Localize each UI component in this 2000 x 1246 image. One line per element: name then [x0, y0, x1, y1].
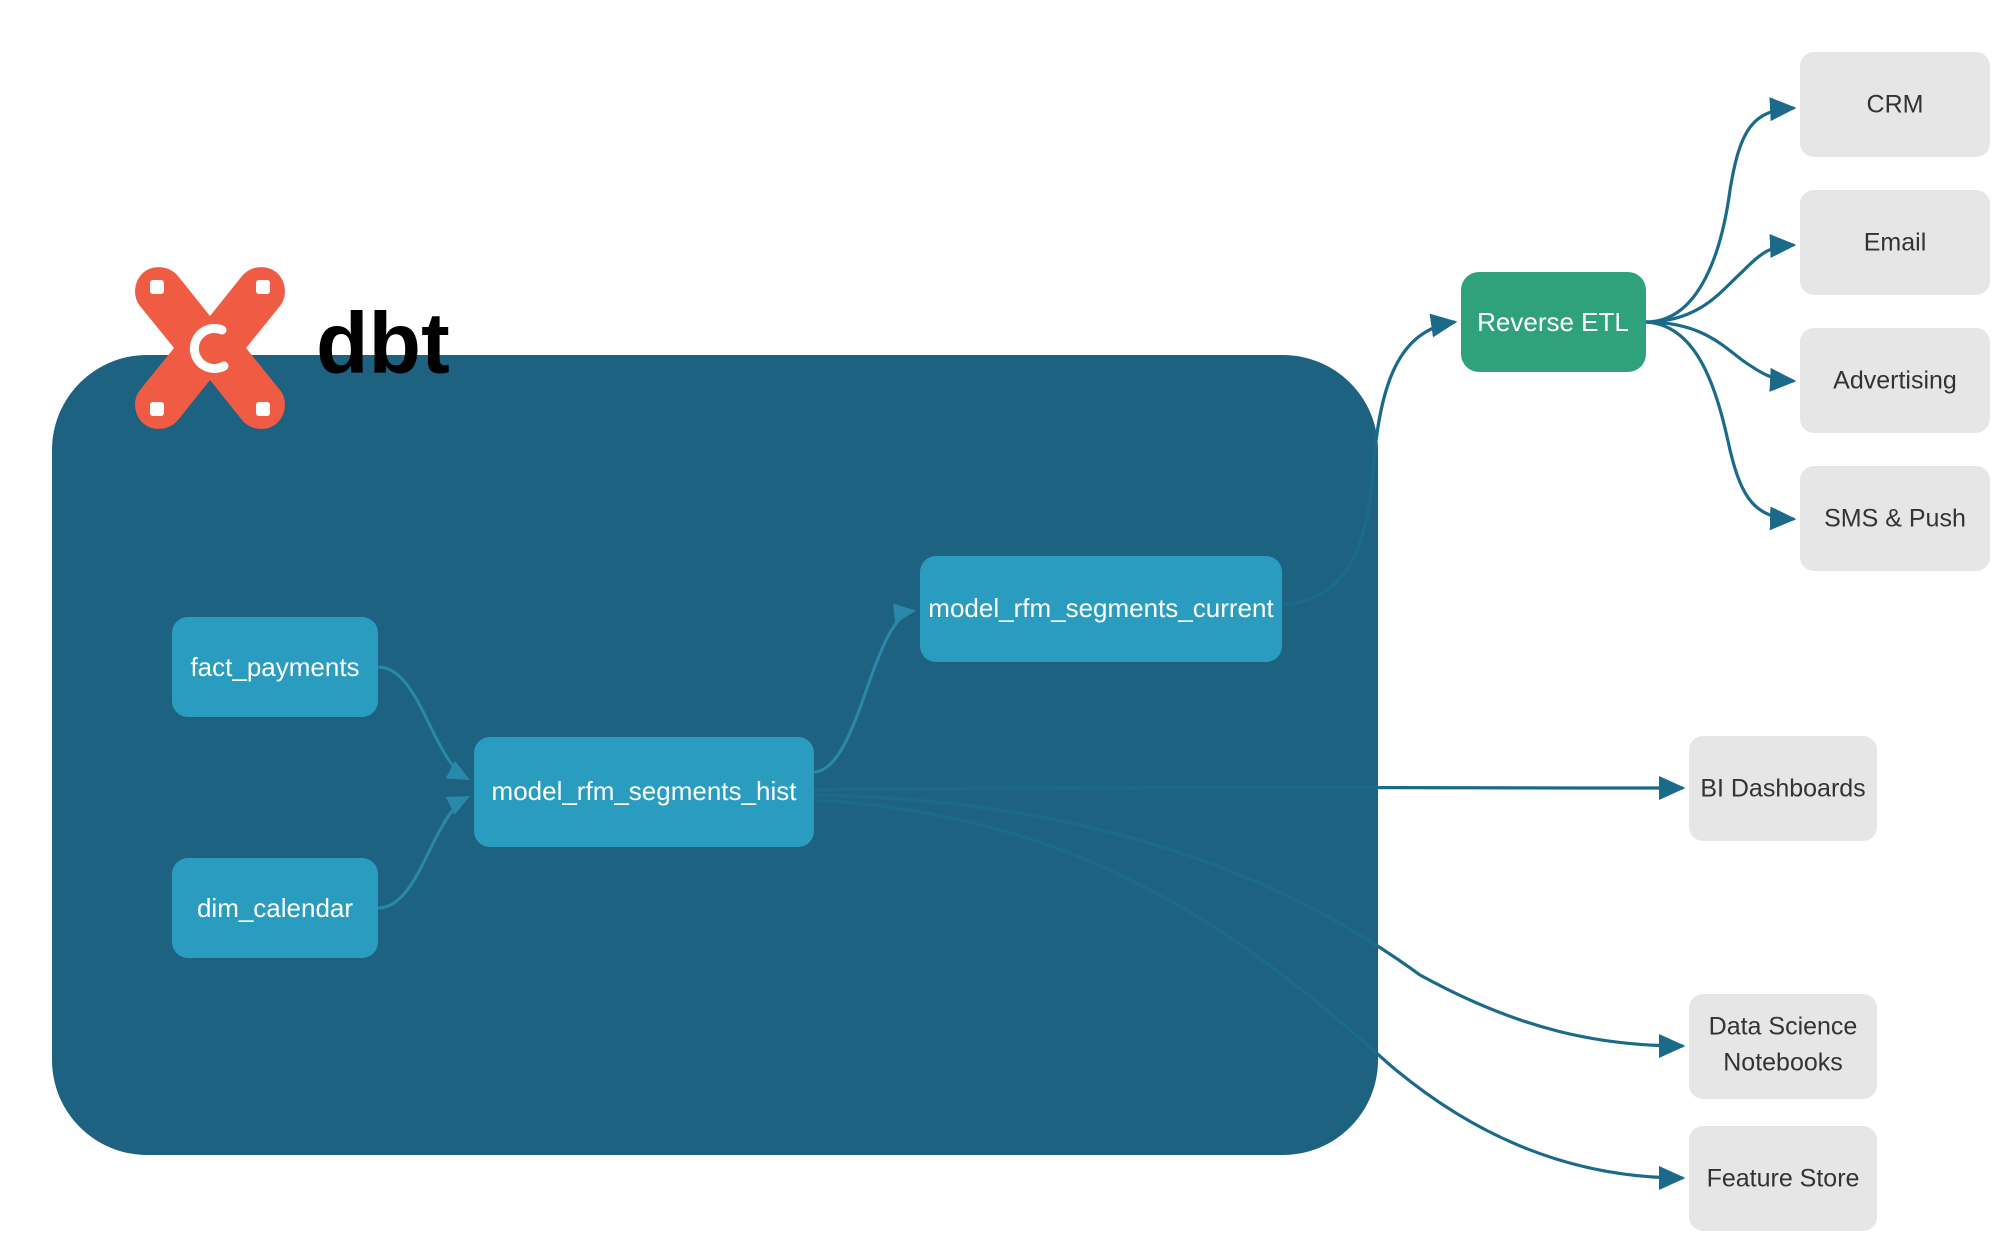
destination-node-bi-dashboards-label: BI Dashboards — [1700, 775, 1865, 803]
edge-reverse-etl-to-email — [1645, 234, 1797, 324]
destination-node-feature-store-label: Feature Store — [1707, 1165, 1860, 1193]
destination-node-notebooks-rect[interactable] — [1689, 994, 1877, 1099]
destination-node-crm-label: CRM — [1867, 91, 1924, 119]
model-node-rfm-segments-current[interactable]: model_rfm_segments_current — [920, 556, 1282, 662]
edge-reverse-etl-to-sms-push — [1645, 320, 1797, 531]
model-node-rfm-segments-hist[interactable]: model_rfm_segments_hist — [474, 737, 814, 847]
edge-reverse-etl-to-crm — [1645, 97, 1797, 324]
destination-node-bi-dashboards[interactable]: BI Dashboards — [1689, 736, 1877, 841]
edge-hist-to-notebooks — [813, 793, 1686, 1058]
destination-node-advertising-rect[interactable] — [1800, 328, 1990, 433]
edge-group-external — [813, 97, 1797, 1190]
destination-node-sms-push-label: SMS & Push — [1824, 505, 1966, 533]
dbt-logo-dot-bottom-left — [150, 402, 164, 416]
destination-node-advertising[interactable]: Advertising — [1800, 328, 1990, 433]
model-node-fact-payments-label: fact_payments — [190, 652, 359, 682]
destination-node-feature-store[interactable]: Feature Store — [1689, 1126, 1877, 1231]
destination-node-feature-store-rect[interactable] — [1689, 1126, 1877, 1231]
destination-node-sms-push[interactable]: SMS & Push — [1800, 466, 1990, 571]
edge-fact-payments-to-hist — [377, 665, 470, 781]
edge-reverse-etl-to-advertising — [1645, 320, 1797, 392]
model-node-rfm-segments-current-rect[interactable] — [920, 556, 1282, 662]
model-node-dim-calendar[interactable]: dim_calendar — [172, 858, 378, 958]
edge-group-internal — [377, 603, 916, 910]
model-node-rfm-segments-current-label: model_rfm_segments_current — [928, 593, 1274, 623]
destination-node-crm-rect[interactable] — [1800, 52, 1990, 157]
model-node-dim-calendar-label: dim_calendar — [197, 893, 353, 923]
destination-node-email[interactable]: Email — [1800, 190, 1990, 295]
model-node-dim-calendar-rect[interactable] — [172, 858, 378, 958]
destination-node-sms-push-rect[interactable] — [1800, 466, 1990, 571]
destination-node-advertising-label: Advertising — [1833, 367, 1957, 395]
dbt-logo-dot-top-left — [150, 280, 164, 294]
destination-node-notebooks[interactable]: Data Science Notebooks — [1689, 994, 1877, 1099]
dbt-logo: dbt — [135, 267, 450, 429]
edge-hist-to-feature-store — [813, 798, 1686, 1190]
reverse-etl-node-rect[interactable] — [1461, 272, 1646, 372]
edge-hist-to-bi-dashboards — [813, 775, 1686, 800]
destination-node-notebooks-label-line1: Data Science — [1709, 1013, 1858, 1041]
model-node-rfm-segments-hist-label: model_rfm_segments_hist — [492, 776, 798, 806]
destination-node-notebooks-label-line2: Notebooks — [1723, 1049, 1843, 1077]
dbt-logo-wordmark: dbt — [316, 296, 450, 392]
reverse-etl-node-label: Reverse ETL — [1477, 307, 1629, 337]
edge-hist-to-current — [813, 603, 916, 774]
destination-node-email-label: Email — [1864, 229, 1927, 257]
model-node-fact-payments[interactable]: fact_payments — [172, 617, 378, 717]
destination-node-email-rect[interactable] — [1800, 190, 1990, 295]
model-node-fact-payments-rect[interactable] — [172, 617, 378, 717]
destination-node-crm[interactable]: CRM — [1800, 52, 1990, 157]
model-node-rfm-segments-hist-rect[interactable] — [474, 737, 814, 847]
edge-dim-calendar-to-hist — [377, 795, 470, 910]
reverse-etl-node[interactable]: Reverse ETL — [1461, 272, 1646, 372]
dbt-logo-mark-icon — [135, 267, 285, 429]
edge-current-to-reverse-etl — [1281, 313, 1458, 607]
destination-node-bi-dashboards-rect[interactable] — [1689, 736, 1877, 841]
dbt-logo-dot-top-right — [256, 280, 270, 294]
dbt-logo-center-arc — [189, 323, 229, 373]
dbt-logo-dot-bottom-right — [256, 402, 270, 416]
